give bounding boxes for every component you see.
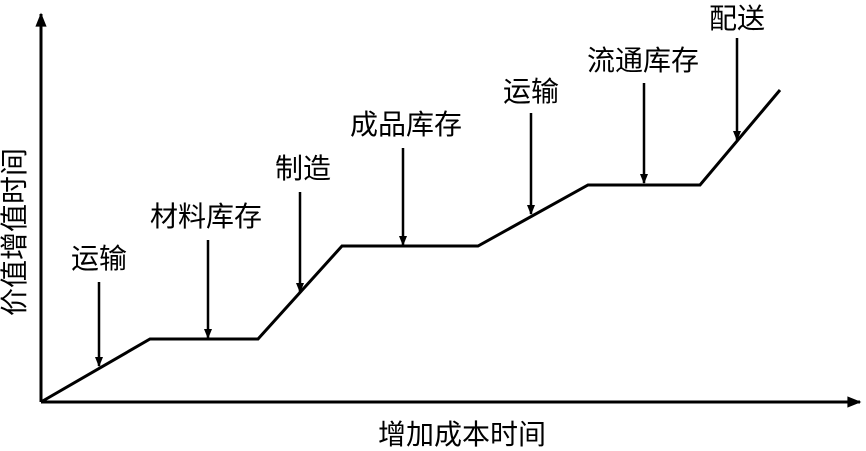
stage-label-1: 运输 <box>71 242 127 275</box>
value-curve <box>40 89 782 404</box>
stage-label-2: 材料库存 <box>150 200 262 233</box>
stage-label-7: 配送 <box>709 2 765 35</box>
stage-label-3: 制造 <box>275 152 331 185</box>
stage-label-5: 运输 <box>503 75 559 108</box>
stage-label-6: 流通库存 <box>587 44 699 77</box>
y-axis-label: 价值增值时间 <box>0 148 31 316</box>
x-axis-label: 增加成本时间 <box>378 418 546 451</box>
stage-label-4: 成品库存 <box>350 108 462 141</box>
